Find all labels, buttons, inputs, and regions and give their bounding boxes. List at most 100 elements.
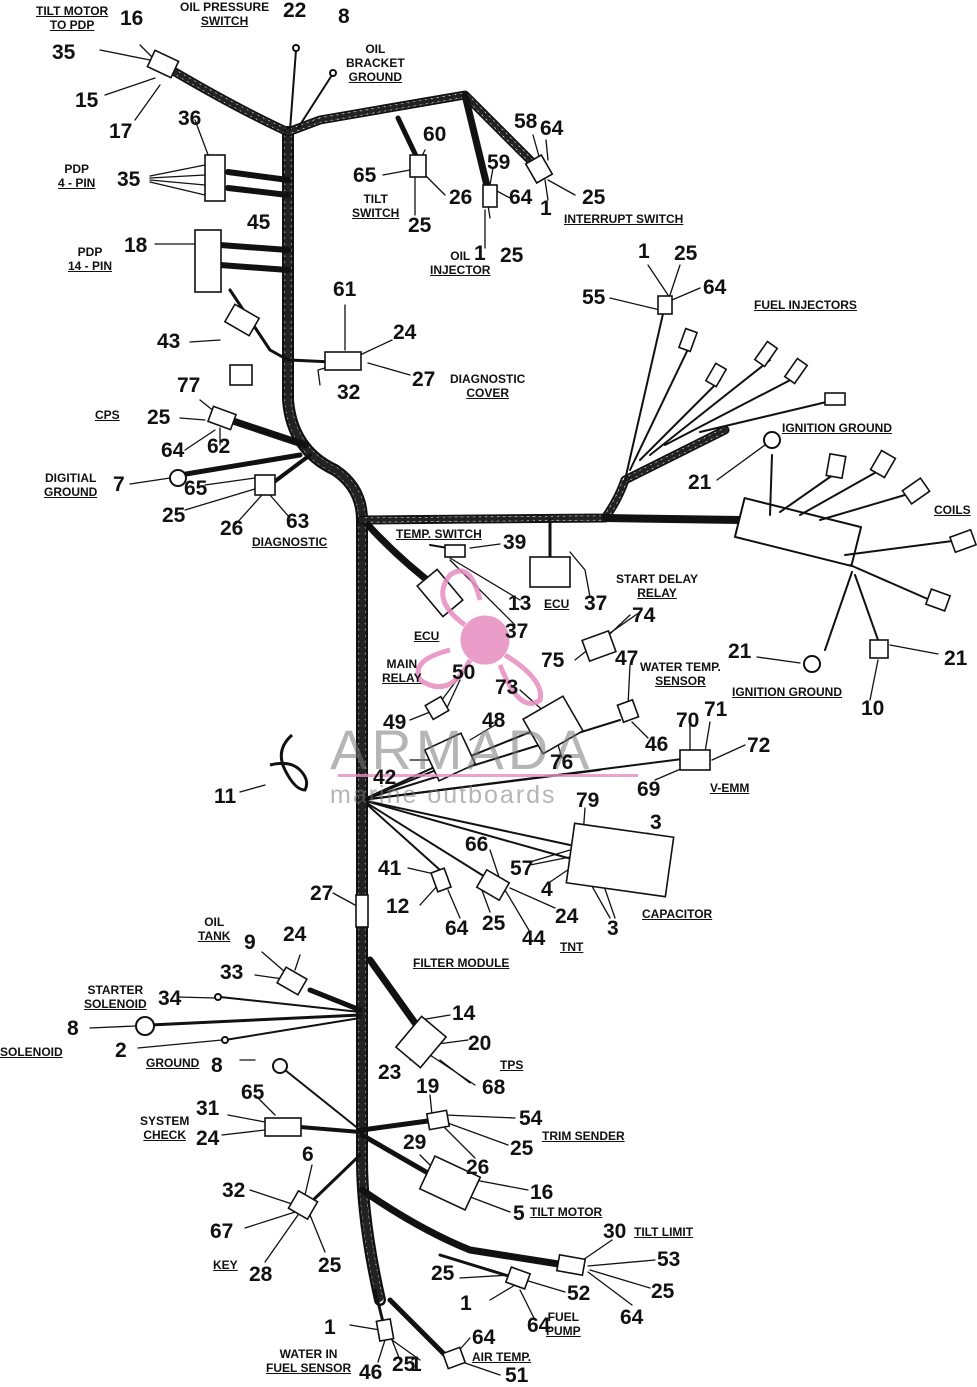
callout: 50 [452, 661, 476, 684]
connector-ecu-a [529, 556, 571, 588]
callout: 18 [124, 234, 148, 257]
callout: 25 [431, 1262, 455, 1285]
ground-ring-digital [169, 469, 187, 487]
callout: 6 [302, 1143, 314, 1166]
callout: 25 [408, 214, 432, 237]
callout: 9 [244, 931, 256, 954]
callout: 1 [460, 1292, 472, 1315]
ground-ring-lower [272, 1058, 288, 1074]
callout: 55 [582, 286, 606, 309]
label-solenoid: SOLENOID [0, 1045, 63, 1059]
callout: 54 [519, 1107, 543, 1130]
label-ecu-b: ECU [414, 629, 440, 643]
connector-diagnostic-cover [324, 351, 362, 371]
callout: 49 [383, 711, 407, 734]
connector-cps [206, 405, 238, 431]
callout: 73 [495, 676, 519, 699]
callout: 67 [210, 1220, 234, 1243]
callout: 1 [540, 197, 552, 220]
callout: 47 [615, 647, 639, 670]
callout: 26 [449, 186, 473, 209]
callout: 39 [503, 531, 527, 554]
label-ignition-ground-bottom: IGNITION GROUND [732, 685, 842, 699]
callout: 64 [445, 917, 469, 940]
callout: 70 [676, 709, 700, 732]
callout: 64 [509, 186, 533, 209]
callout: 22 [283, 0, 307, 22]
callout: 24 [393, 321, 417, 344]
callout: 7 [113, 473, 125, 496]
callout: 16 [120, 7, 144, 30]
callout: 32 [337, 381, 361, 404]
callout: 62 [207, 435, 231, 458]
connector-tilt-motor-pdp [146, 49, 180, 79]
capacitor-body [565, 822, 675, 898]
callout: 25 [392, 1353, 416, 1376]
label-tps: TPS [500, 1058, 524, 1072]
callout: 1 [410, 1353, 422, 1376]
label-coils: COILS [934, 503, 971, 517]
callout: 21 [728, 640, 752, 663]
callout: 25 [500, 244, 524, 267]
callout: 11 [214, 785, 237, 808]
callout: 23 [378, 1061, 402, 1084]
callout: 25 [510, 1137, 534, 1160]
callout: 19 [416, 1075, 440, 1098]
callout: 46 [645, 733, 669, 756]
label-fuel-injectors: FUEL INJECTORS [754, 298, 857, 312]
callout: 42 [373, 766, 397, 789]
callout: 68 [482, 1076, 506, 1099]
callout: 1 [324, 1316, 336, 1339]
label-cps: CPS [95, 408, 120, 422]
callout: 43 [157, 330, 181, 353]
callout: 28 [249, 1263, 273, 1286]
callout: 14 [452, 1002, 476, 1025]
label-capacitor: CAPACITOR [642, 907, 713, 921]
callout: 64 [161, 439, 185, 462]
callout: 57 [510, 857, 534, 880]
label-air-temp: AIR TEMP. [472, 1350, 532, 1364]
label-ground: GROUND [146, 1056, 200, 1070]
callout: 44 [522, 927, 546, 950]
connector-oil-injector [482, 184, 498, 208]
label-water-temp-sensor: WATER TEMP.SENSOR [640, 660, 721, 688]
callout: 41 [378, 857, 402, 880]
label-diagnostic: DIAGNOSTIC [252, 535, 328, 549]
connector-tilt-switch [409, 154, 427, 178]
callout: 25 [318, 1254, 342, 1277]
callout: 21 [944, 647, 968, 670]
callout: 29 [403, 1131, 427, 1154]
callout: 37 [505, 620, 529, 643]
callout: 12 [386, 895, 410, 918]
callout: 21 [688, 471, 712, 494]
callout: 27 [310, 882, 334, 905]
callout: 63 [286, 510, 310, 533]
callout: 3 [607, 917, 619, 940]
callout: 8 [338, 5, 350, 28]
callout: 24 [196, 1127, 220, 1150]
callout: 32 [222, 1179, 246, 1202]
ground-ring-ignition-top [763, 431, 781, 449]
callout: 25 [651, 1280, 675, 1303]
callout: 30 [603, 1220, 627, 1243]
callout: 64 [527, 1314, 551, 1337]
callout: 1 [474, 242, 486, 265]
callout: 61 [333, 278, 357, 301]
ground-ring-ignition-bottom [803, 655, 821, 673]
label-ignition-ground-top: IGNITION GROUND [782, 421, 892, 435]
connector-pdp-4pin [204, 154, 226, 202]
connector-interrupt-switch [524, 153, 554, 185]
label-filter-module: FILTER MODULE [413, 956, 510, 970]
callout: 79 [576, 789, 600, 812]
callout: 48 [482, 709, 506, 732]
